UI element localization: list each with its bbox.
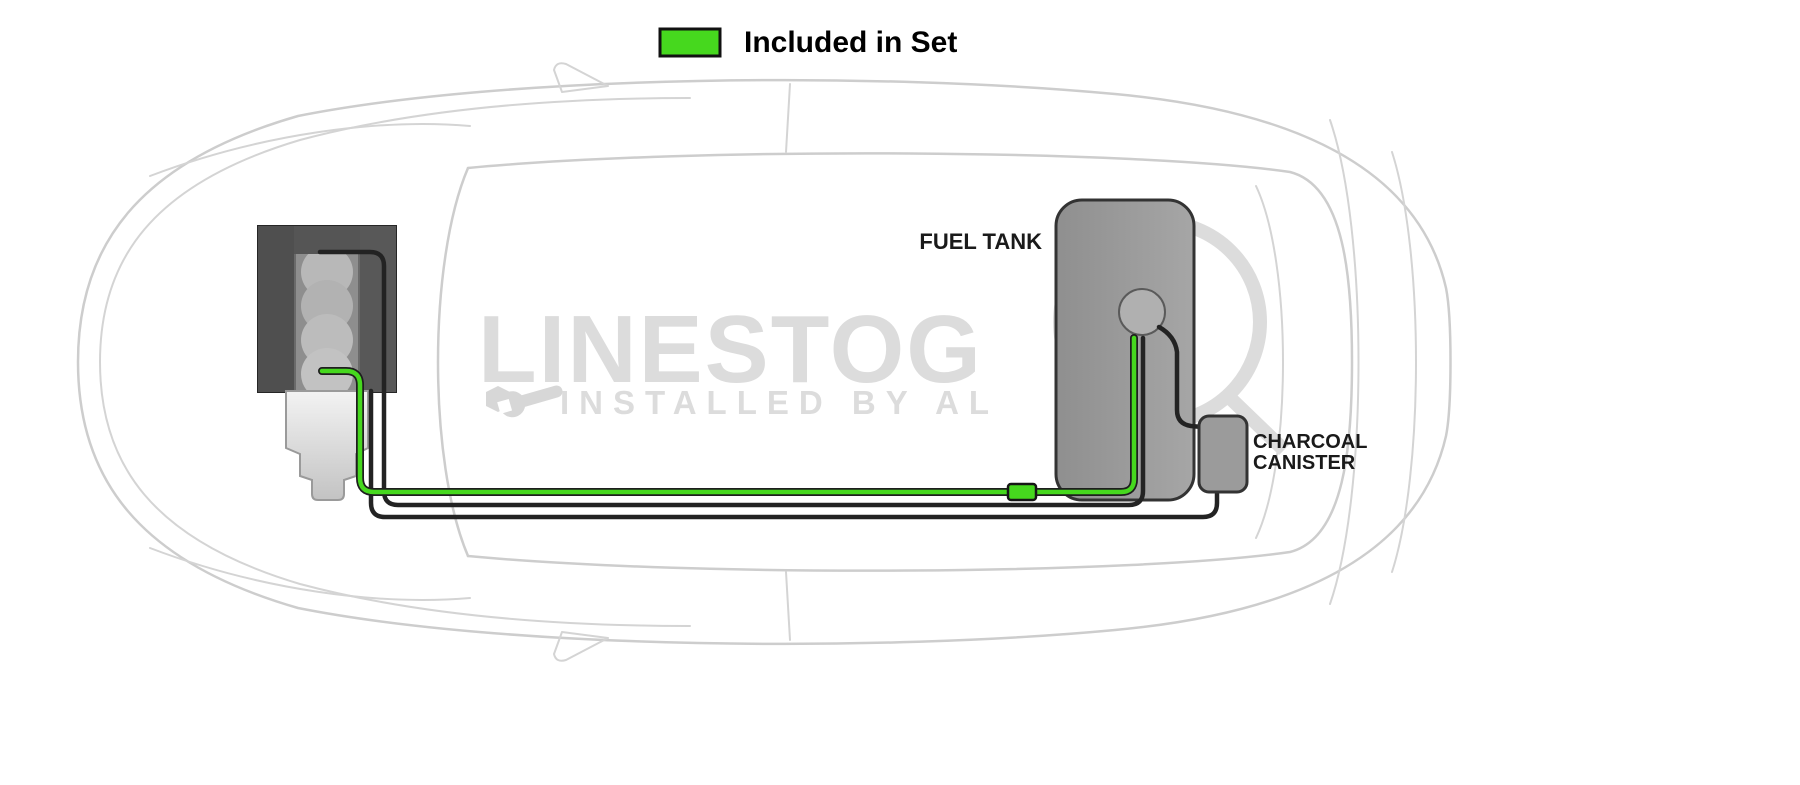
wrench-icon <box>486 385 563 418</box>
charcoal-canister-label-line2: CANISTER <box>1253 452 1356 474</box>
fuel-tank-label: FUEL TANK <box>919 229 1042 254</box>
side-mirror-top <box>553 62 609 93</box>
car-outer-body <box>76 78 1452 646</box>
inline-connector <box>1006 482 1038 502</box>
charcoal-canister <box>1197 414 1249 494</box>
vapor-line-to-canister <box>368 388 1220 520</box>
engine-top-section <box>294 226 360 254</box>
roof-outline <box>466 152 1354 572</box>
hood-crease-bottom <box>149 547 471 601</box>
rear-window-line <box>1255 185 1284 539</box>
legend-included-label: Included in Set <box>744 26 957 59</box>
fuel-tank <box>1054 198 1196 502</box>
door-seam-bottom <box>785 571 791 641</box>
fuel-pump-port <box>1118 288 1166 336</box>
watermark-tagline-text: INSTALLED BY AL <box>560 384 999 421</box>
legend-included-swatch <box>658 27 722 58</box>
engine-cylinders <box>301 254 353 390</box>
charcoal-canister-label-line1: CHARCOAL <box>1253 431 1367 453</box>
hood-crease-top <box>149 123 471 177</box>
watermark-q-tail <box>1223 390 1289 456</box>
car-front-inner-line <box>99 97 691 363</box>
included-fuel-line <box>319 335 1137 495</box>
car-body-outline <box>76 62 1452 662</box>
transmission-housing <box>285 390 369 501</box>
door-seam-top <box>785 83 791 153</box>
fuel-lines <box>317 249 1220 520</box>
fuel-return-line <box>317 249 1146 508</box>
trunk-line <box>1329 119 1360 605</box>
rear-bumper-line <box>1391 151 1417 573</box>
car-front-inner-line-lower <box>99 361 691 627</box>
windshield-line <box>436 166 470 558</box>
watermark-brand-text: LINESTOG <box>478 296 983 403</box>
side-mirror-bottom <box>553 631 609 662</box>
legend: Included in Set <box>658 26 957 59</box>
tank-to-canister-line <box>1156 324 1205 430</box>
engine-left-band <box>258 226 294 392</box>
